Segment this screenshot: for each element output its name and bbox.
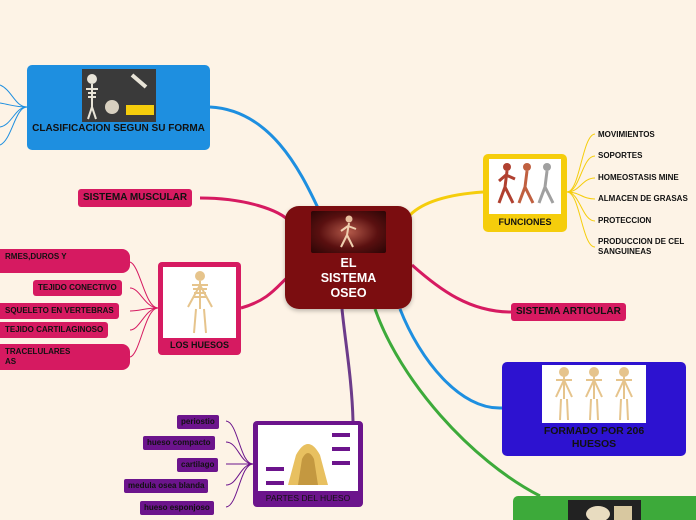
funcion-item-4[interactable]: ALMACEN DE GRASAS xyxy=(598,194,688,203)
runners-image xyxy=(489,159,561,214)
funcion-item-2[interactable]: SOPORTES xyxy=(598,151,643,160)
los-huesos-item-2[interactable]: TEJIDO CONECTIVO xyxy=(33,280,122,296)
formado-node[interactable]: FORMADO POR 206 HUESOS xyxy=(502,362,686,456)
funciones-label: FUNCIONES xyxy=(498,217,552,227)
green-topic-node[interactable] xyxy=(513,496,696,520)
parte-item-3[interactable]: cartilago xyxy=(177,458,219,472)
clasificacion-label: CLASIFICACION SEGUN SU FORMA xyxy=(32,123,205,134)
bone-anatomy-image xyxy=(258,425,358,491)
funciones-node[interactable]: FUNCIONES xyxy=(483,154,567,232)
clasificacion-node[interactable]: CLASIFICACION SEGUN SU FORMA xyxy=(27,65,210,150)
los-huesos-item-5-line1: TRACELULARES xyxy=(5,347,71,356)
funcion-item-6-line1: PRODUCCION DE CEL xyxy=(598,237,685,246)
skeletons-image xyxy=(542,365,646,423)
skeleton-runner-image xyxy=(311,211,386,253)
los-huesos-item-5[interactable]: TRACELULARES AS xyxy=(0,344,130,370)
partes-node[interactable]: PARTES DEL HUESO xyxy=(253,421,363,507)
bone-diagram-image xyxy=(568,500,641,520)
sistema-articular-node[interactable]: SISTEMA ARTICULAR xyxy=(511,303,626,321)
funcion-item-1[interactable]: MOVIMIENTOS xyxy=(598,130,655,139)
los-huesos-item-1-text: RMES,DUROS Y xyxy=(5,252,67,261)
parte-item-1[interactable]: periostio xyxy=(177,415,219,429)
los-huesos-item-3[interactable]: SQUELETO EN VERTEBRAS xyxy=(0,303,119,319)
funcion-item-3[interactable]: HOMEOSTASIS MINE xyxy=(598,173,679,182)
formado-label: FORMADO POR 206 HUESOS xyxy=(543,425,645,450)
funcion-item-5[interactable]: PROTECCION xyxy=(598,216,652,225)
los-huesos-item-5-line2: AS xyxy=(5,357,17,366)
central-topic-label: EL SISTEMA OSEO xyxy=(320,256,377,300)
partes-label: PARTES DEL HUESO xyxy=(265,493,351,503)
los-huesos-node[interactable]: LOS HUESOS xyxy=(158,262,241,355)
parte-item-5[interactable]: hueso esponjoso xyxy=(140,501,214,515)
skeleton-image xyxy=(163,267,236,338)
los-huesos-label: LOS HUESOS xyxy=(169,340,229,350)
funcion-item-6-line2: SANGUINEAS xyxy=(598,247,652,256)
parte-item-2[interactable]: hueso compacto xyxy=(143,436,215,450)
los-huesos-item-4[interactable]: TEJIDO CARTILAGINOSO xyxy=(0,322,109,338)
parte-item-4[interactable]: medula osea blanda xyxy=(124,479,209,493)
bone-types-image xyxy=(82,69,156,122)
funcion-item-6[interactable]: PRODUCCION DE CEL SANGUINEAS xyxy=(598,237,684,257)
sistema-muscular-node[interactable]: SISTEMA MUSCULAR xyxy=(78,189,193,207)
central-topic-node[interactable]: EL SISTEMA OSEO xyxy=(285,206,412,309)
los-huesos-item-1[interactable]: RMES,DUROS Y xyxy=(0,249,130,273)
